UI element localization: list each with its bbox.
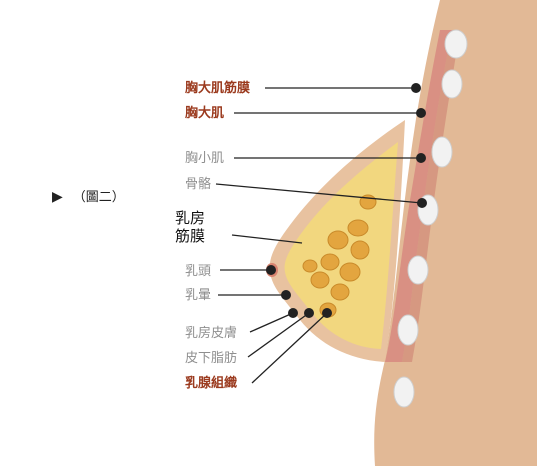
- label-pec-major: 胸大肌: [185, 106, 225, 121]
- pectoral-muscle: [385, 30, 452, 362]
- torso-skin: [374, 0, 537, 466]
- label-bone: 骨骼: [185, 177, 212, 192]
- leader-breast-fascia: [231, 234, 303, 244]
- marker-pec-minor: [416, 153, 426, 163]
- label-subcutaneous-fat: 皮下脂肪: [185, 351, 238, 366]
- ribs: [393, 29, 468, 408]
- marker-skin: [288, 308, 298, 318]
- marker-pec-fascia: [411, 83, 421, 93]
- play-triangle-icon: ▶: [52, 189, 63, 205]
- label-pec-minor: 胸小肌: [185, 151, 225, 166]
- leader-gland: [251, 312, 328, 384]
- leader-skin: [249, 312, 294, 333]
- marker-nipple: [266, 265, 276, 275]
- marker-bone: [417, 198, 427, 208]
- marker-fat: [304, 308, 314, 318]
- label-breast-fascia-line1: 乳房: [175, 209, 206, 227]
- marker-areola: [281, 290, 291, 300]
- label-pec-fascia: 胸大肌筋膜: [185, 81, 251, 96]
- leader-fat: [247, 312, 310, 358]
- label-breast-fascia-line2: 筋膜: [175, 227, 206, 245]
- leader-bone: [215, 183, 423, 204]
- label-areola: 乳暈: [185, 288, 212, 303]
- marker-pec-major: [416, 108, 426, 118]
- figure-tag-label: （圖二）: [72, 190, 125, 205]
- label-skin: 乳房皮膚: [185, 326, 238, 341]
- label-nipple: 乳頭: [185, 264, 212, 279]
- gland-tissue: [302, 194, 377, 318]
- marker-gland: [322, 308, 332, 318]
- label-gland-tissue: 乳腺組織: [185, 376, 238, 391]
- figure-tag: ▶ （圖二）: [52, 186, 125, 205]
